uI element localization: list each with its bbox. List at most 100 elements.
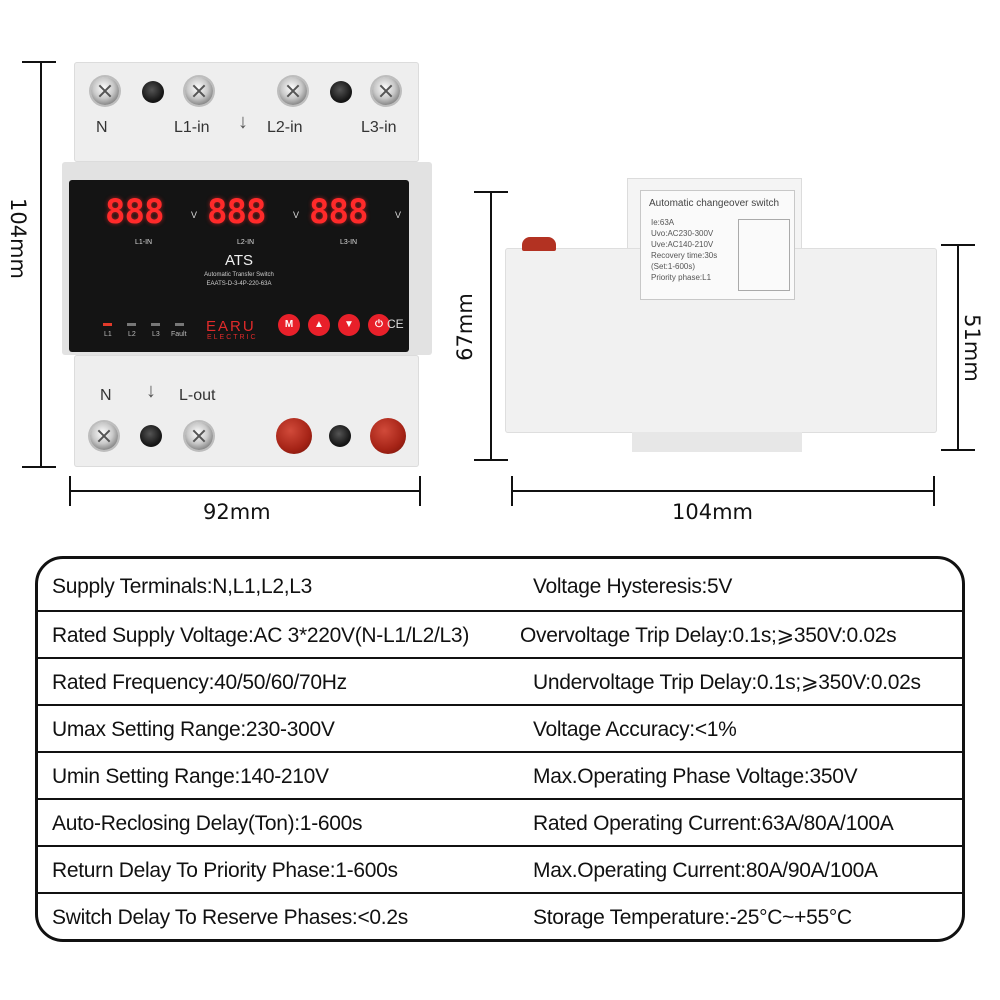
sticker-line: Ie:63A <box>651 218 675 227</box>
spec-left: Return Delay To Priority Phase:1-600s <box>52 859 398 882</box>
terminal-hole-icon <box>329 425 351 447</box>
side-rail-cap-top <box>941 244 975 246</box>
arrow-down-icon: ↓ <box>238 111 248 133</box>
brand-subtitle: ELECTRIC <box>207 334 258 341</box>
spec-right: Max.Operating Phase Voltage:350V <box>533 765 858 788</box>
led-label-l3: L3 <box>152 331 160 338</box>
led-label-l2: L2 <box>128 331 136 338</box>
side-width-cap-right <box>933 476 935 506</box>
front-width-cap-left <box>69 476 71 506</box>
table-row: Return Delay To Priority Phase:1-600s Ma… <box>38 845 962 891</box>
front-width-label: 92mm <box>203 500 271 524</box>
red-adjust-knob[interactable] <box>276 418 312 454</box>
spec-right: Overvoltage Trip Delay:0.1s;⩾350V:0.02s <box>520 624 897 647</box>
sticker-line: Uvo:AC230-300V <box>651 229 714 238</box>
voltage-readout-l2: 888 <box>207 192 266 232</box>
terminal-hole-icon <box>330 81 352 103</box>
spec-right: Voltage Hysteresis:5V <box>533 575 733 598</box>
spec-right: Voltage Accuracy:<1% <box>533 718 737 741</box>
screw-icon <box>90 422 118 450</box>
terminal-label-l3-in: L3-in <box>361 119 397 136</box>
terminal-label-n-out: N <box>100 387 112 404</box>
wiring-diagram-icon <box>738 219 790 291</box>
unit-label-l1: V <box>191 210 198 220</box>
up-button[interactable]: ▲ <box>308 314 330 336</box>
specifications-table: Supply Terminals:N,L1,L2,L3 Voltage Hyst… <box>35 556 965 942</box>
table-row: Supply Terminals:N,L1,L2,L3 Voltage Hyst… <box>38 563 962 609</box>
screw-icon <box>372 77 400 105</box>
side-rail-cap-bottom <box>941 449 975 451</box>
phase-label-l2: L2-IN <box>237 239 255 246</box>
front-bottom-terminal-block: N ↓ L-out <box>74 355 419 467</box>
power-button[interactable]: ⏻ <box>368 314 390 336</box>
spec-left: Supply Terminals:N,L1,L2,L3 <box>52 575 312 598</box>
sticker-line: Priority phase:L1 <box>651 273 712 282</box>
front-width-line <box>70 490 420 492</box>
display-panel: 888 V 888 V 888 V L1-IN L2-IN L3-IN ATS … <box>69 180 409 352</box>
spec-left: Auto-Reclosing Delay(Ton):1-600s <box>52 812 363 835</box>
screw-icon <box>91 77 119 105</box>
side-height-cap-bottom <box>474 459 508 461</box>
side-height-line <box>490 192 492 460</box>
spec-right: Storage Temperature:-25°C~+55°C <box>533 906 852 929</box>
side-width-line <box>512 490 934 492</box>
table-row: Rated Frequency:40/50/60/70Hz Undervolta… <box>38 657 962 703</box>
spec-left: Umin Setting Range:140-210V <box>52 765 329 788</box>
screw-icon <box>185 422 213 450</box>
terminal-hole-icon <box>140 425 162 447</box>
side-height-label: 67mm <box>453 293 477 361</box>
unit-label-l2: V <box>293 210 300 220</box>
terminal-label-l2-in: L2-in <box>267 119 303 136</box>
spec-left: Rated Frequency:40/50/60/70Hz <box>52 671 347 694</box>
device-title: ATS <box>224 252 254 269</box>
side-rail-height-line <box>957 245 959 450</box>
sticker-line: (Set:1-600s) <box>651 262 696 271</box>
led-label-l1: L1 <box>104 331 112 338</box>
sticker-title: Automatic changeover switch <box>649 198 780 209</box>
voltage-readout-l1: 888 <box>105 192 164 232</box>
front-top-terminal-block: N L1-in ↓ L2-in L3-in <box>74 62 419 162</box>
side-red-knob <box>522 237 556 251</box>
device-subtitle: Automatic Transfer Switch <box>204 272 274 278</box>
led-l2-indicator <box>127 323 136 326</box>
front-height-label: 104mm <box>6 198 30 279</box>
brand-logo: EARU <box>206 318 256 335</box>
table-row: Switch Delay To Reserve Phases:<0.2s Sto… <box>38 892 962 938</box>
table-row: Rated Supply Voltage:AC 3*220V(N-L1/L2/L… <box>38 610 962 656</box>
front-height-cap-bottom <box>22 466 56 468</box>
terminal-label-l1-in: L1-in <box>174 119 210 136</box>
side-rail-height-label: 51mm <box>960 314 984 382</box>
side-width-cap-left <box>511 476 513 506</box>
sticker-line: Uve:AC140-210V <box>651 240 714 249</box>
side-height-cap-top <box>474 191 508 193</box>
red-adjust-knob[interactable] <box>370 418 406 454</box>
device-model: EAATS-D-3-4P-220-63A <box>206 281 272 287</box>
down-button[interactable]: ▼ <box>338 314 360 336</box>
unit-label-l3: V <box>395 210 402 220</box>
terminal-label-l-out: L-out <box>179 387 216 404</box>
spec-right: Undervoltage Trip Delay:0.1s;⩾350V:0.02s <box>533 671 921 694</box>
screw-icon <box>185 77 213 105</box>
spec-right: Max.Operating Current:80A/90A/100A <box>533 859 878 882</box>
led-l1-indicator <box>103 323 112 326</box>
led-label-fault: Fault <box>171 331 187 338</box>
screw-icon <box>279 77 307 105</box>
side-label-sticker: Automatic changeover switch Ie:63A Uvo:A… <box>640 190 795 300</box>
phase-label-l3: L3-IN <box>340 239 358 246</box>
terminal-hole-icon <box>142 81 164 103</box>
mode-button[interactable]: M <box>278 314 300 336</box>
voltage-readout-l3: 888 <box>309 192 368 232</box>
table-row: Umax Setting Range:230-300V Voltage Accu… <box>38 704 962 750</box>
phase-label-l1: L1-IN <box>135 239 153 246</box>
table-row: Umin Setting Range:140-210V Max.Operatin… <box>38 751 962 797</box>
front-width-cap-right <box>419 476 421 506</box>
spec-left: Switch Delay To Reserve Phases:<0.2s <box>52 906 408 929</box>
ce-mark: CE <box>387 317 404 331</box>
spec-right: Rated Operating Current:63A/80A/100A <box>533 812 894 835</box>
side-device-rail-clip <box>632 432 802 452</box>
side-width-label: 104mm <box>672 500 753 524</box>
front-height-line <box>40 62 42 467</box>
led-l3-indicator <box>151 323 160 326</box>
table-row: Auto-Reclosing Delay(Ton):1-600s Rated O… <box>38 798 962 844</box>
spec-left: Umax Setting Range:230-300V <box>52 718 335 741</box>
